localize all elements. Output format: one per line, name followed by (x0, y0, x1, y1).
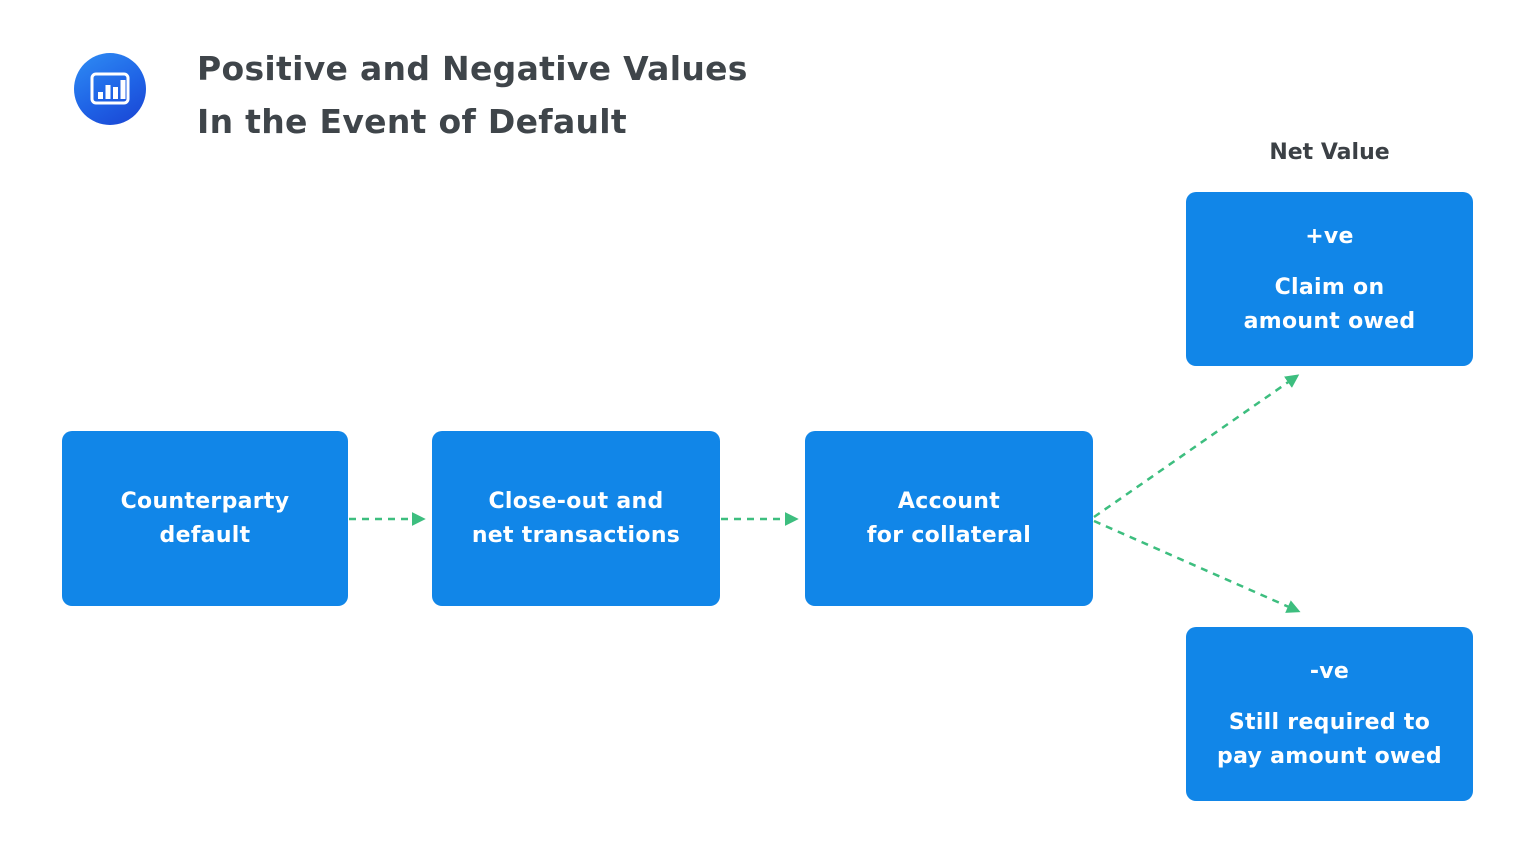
node-label-line: amount owed (1243, 308, 1416, 334)
node-label-line: for collateral (866, 522, 1032, 548)
node-label-line: Claim on (1274, 274, 1385, 300)
node-positive-value: +ve Claim on amount owed (1186, 192, 1473, 366)
page-title: Positive and Negative Values In the Even… (197, 42, 748, 148)
node-label-line: default (159, 522, 251, 548)
node-closeout-net-transactions: Close-out and net transactions (432, 431, 720, 606)
node-negative-value: -ve Still required to pay amount owed (1186, 627, 1473, 801)
net-value-label: Net Value (1269, 140, 1390, 165)
positive-sign-label: +ve (1305, 223, 1354, 249)
node-label-line: pay amount owed (1217, 743, 1442, 769)
arrow-collateral-to-positive (1093, 374, 1300, 519)
node-label-line: Counterparty (120, 488, 290, 514)
page-title-line1: Positive and Negative Values (197, 49, 748, 88)
negative-sign-label: -ve (1309, 658, 1350, 684)
node-label-line: Account (897, 488, 1001, 514)
page-title-line2: In the Event of Default (197, 102, 627, 141)
node-label-line: Still required to (1228, 709, 1431, 735)
bar-chart-icon (74, 53, 146, 125)
node-label-line: Close-out and (488, 488, 664, 514)
arrow-collateral-to-negative (1093, 519, 1301, 613)
node-counterparty-default: Counterparty default (62, 431, 348, 606)
node-account-for-collateral: Account for collateral (805, 431, 1093, 606)
node-label-line: net transactions (471, 522, 681, 548)
